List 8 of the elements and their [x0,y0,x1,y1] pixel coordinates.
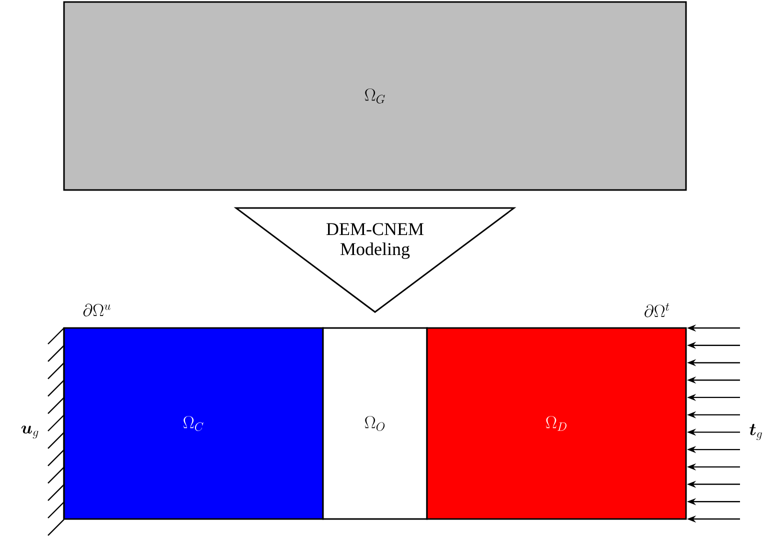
boundary-label: $\partial\Omega^u$ [83,304,110,316]
traction-label: $\boldsymbol{t}_g$ [750,424,762,440]
region-box: $\Omega_O$ [322,327,428,520]
region-box: $\Omega_D$ [426,327,687,520]
domain-box: $\Omega_G$ [63,1,687,191]
displacement-label: $\boldsymbol{u}_g$ [21,426,38,438]
boundary-label: $\partial\Omega^t$ [644,303,670,318]
region-box: $\Omega_C$ [63,327,324,520]
